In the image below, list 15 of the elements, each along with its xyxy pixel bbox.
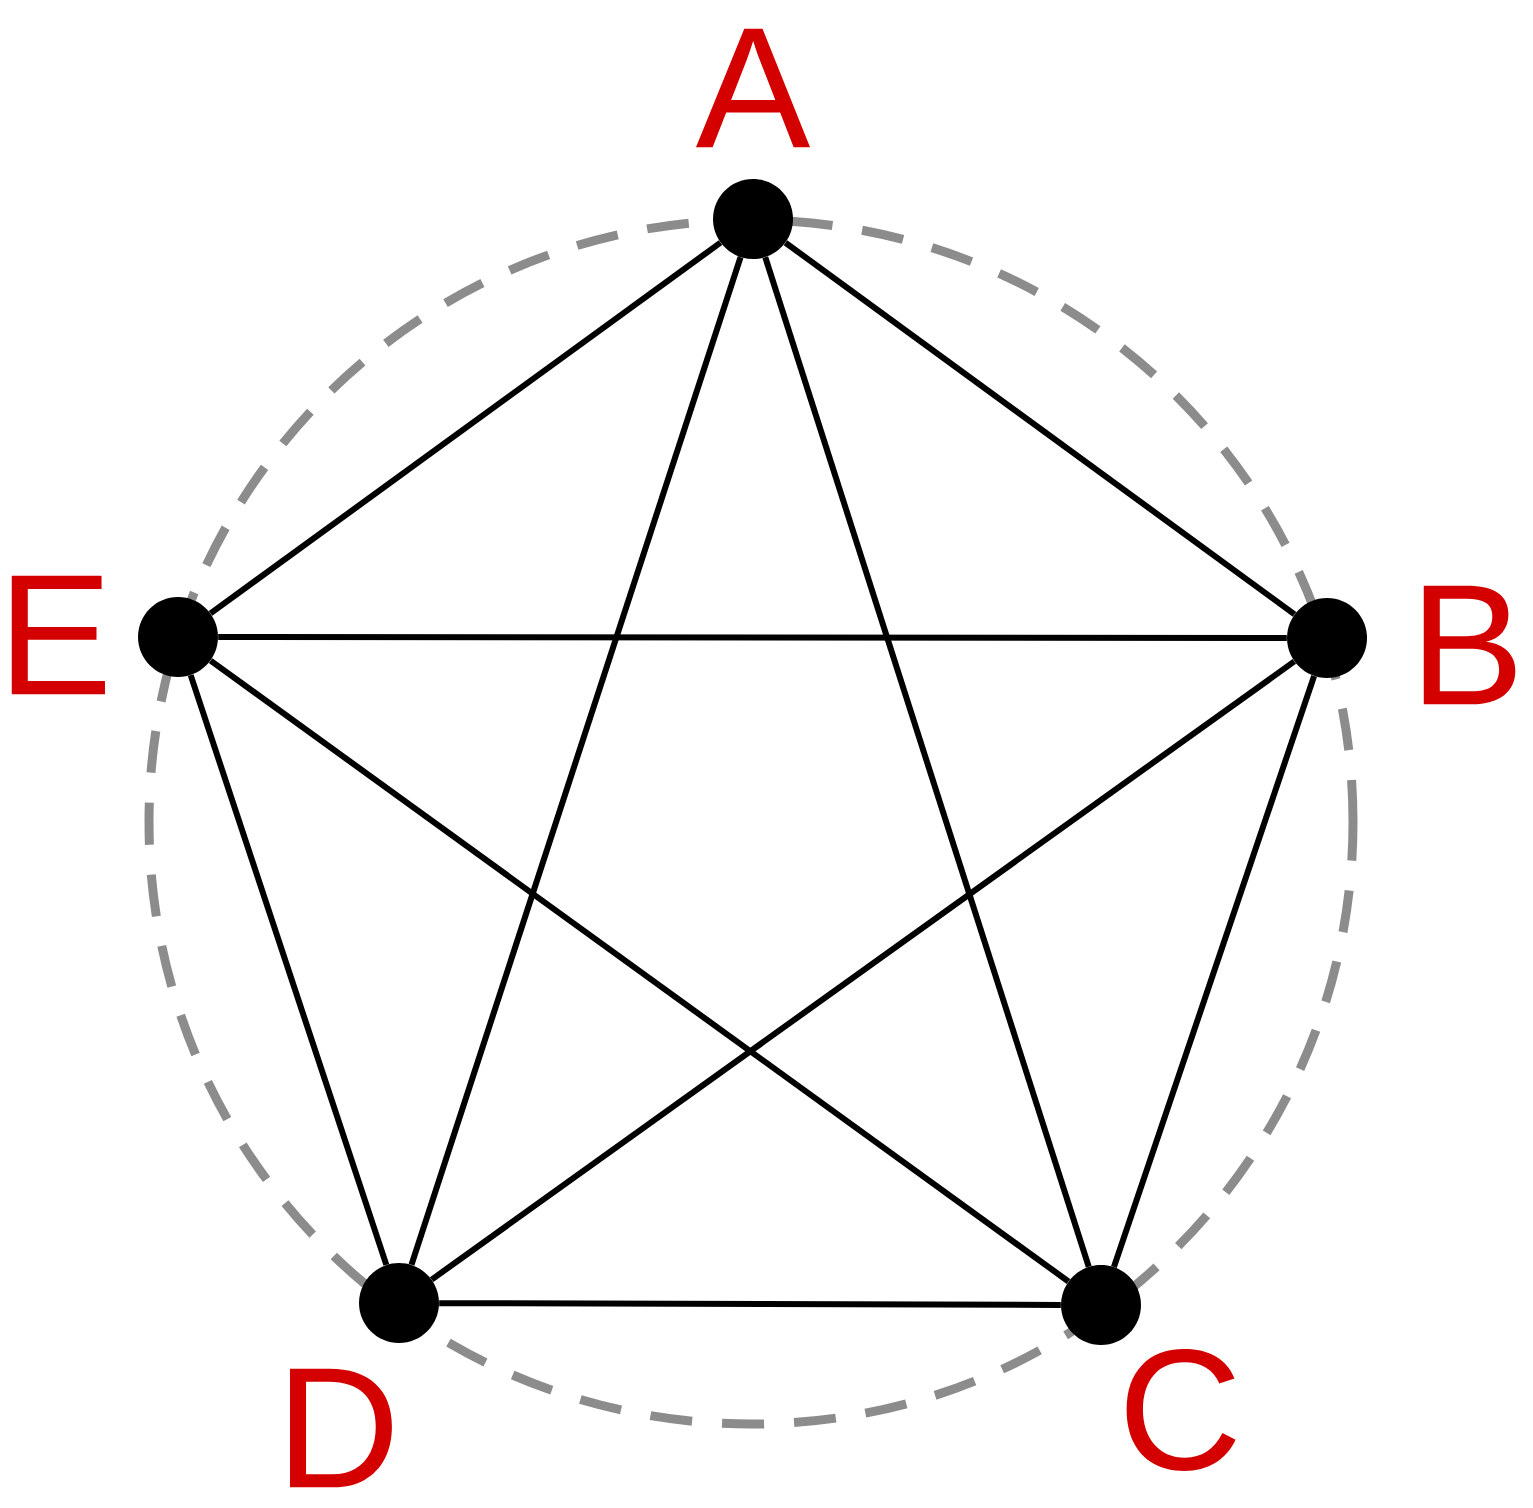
vertex-label: A [696,28,811,148]
edge-line [1111,675,1317,1268]
vertex-label: B [1423,585,1516,705]
edge-line [208,658,1071,1284]
edge-line [208,240,723,616]
vertex-label: C [1126,1349,1236,1471]
vertex-label: D [290,1368,392,1488]
edge-line [408,256,744,1266]
edge-line [762,256,1092,1268]
edge-line [783,240,1297,617]
edge-line [187,674,390,1266]
vertex-label: E [11,575,105,695]
edge-line [429,659,1297,1283]
edge-line [439,1300,1061,1308]
edge-line [218,634,1287,641]
